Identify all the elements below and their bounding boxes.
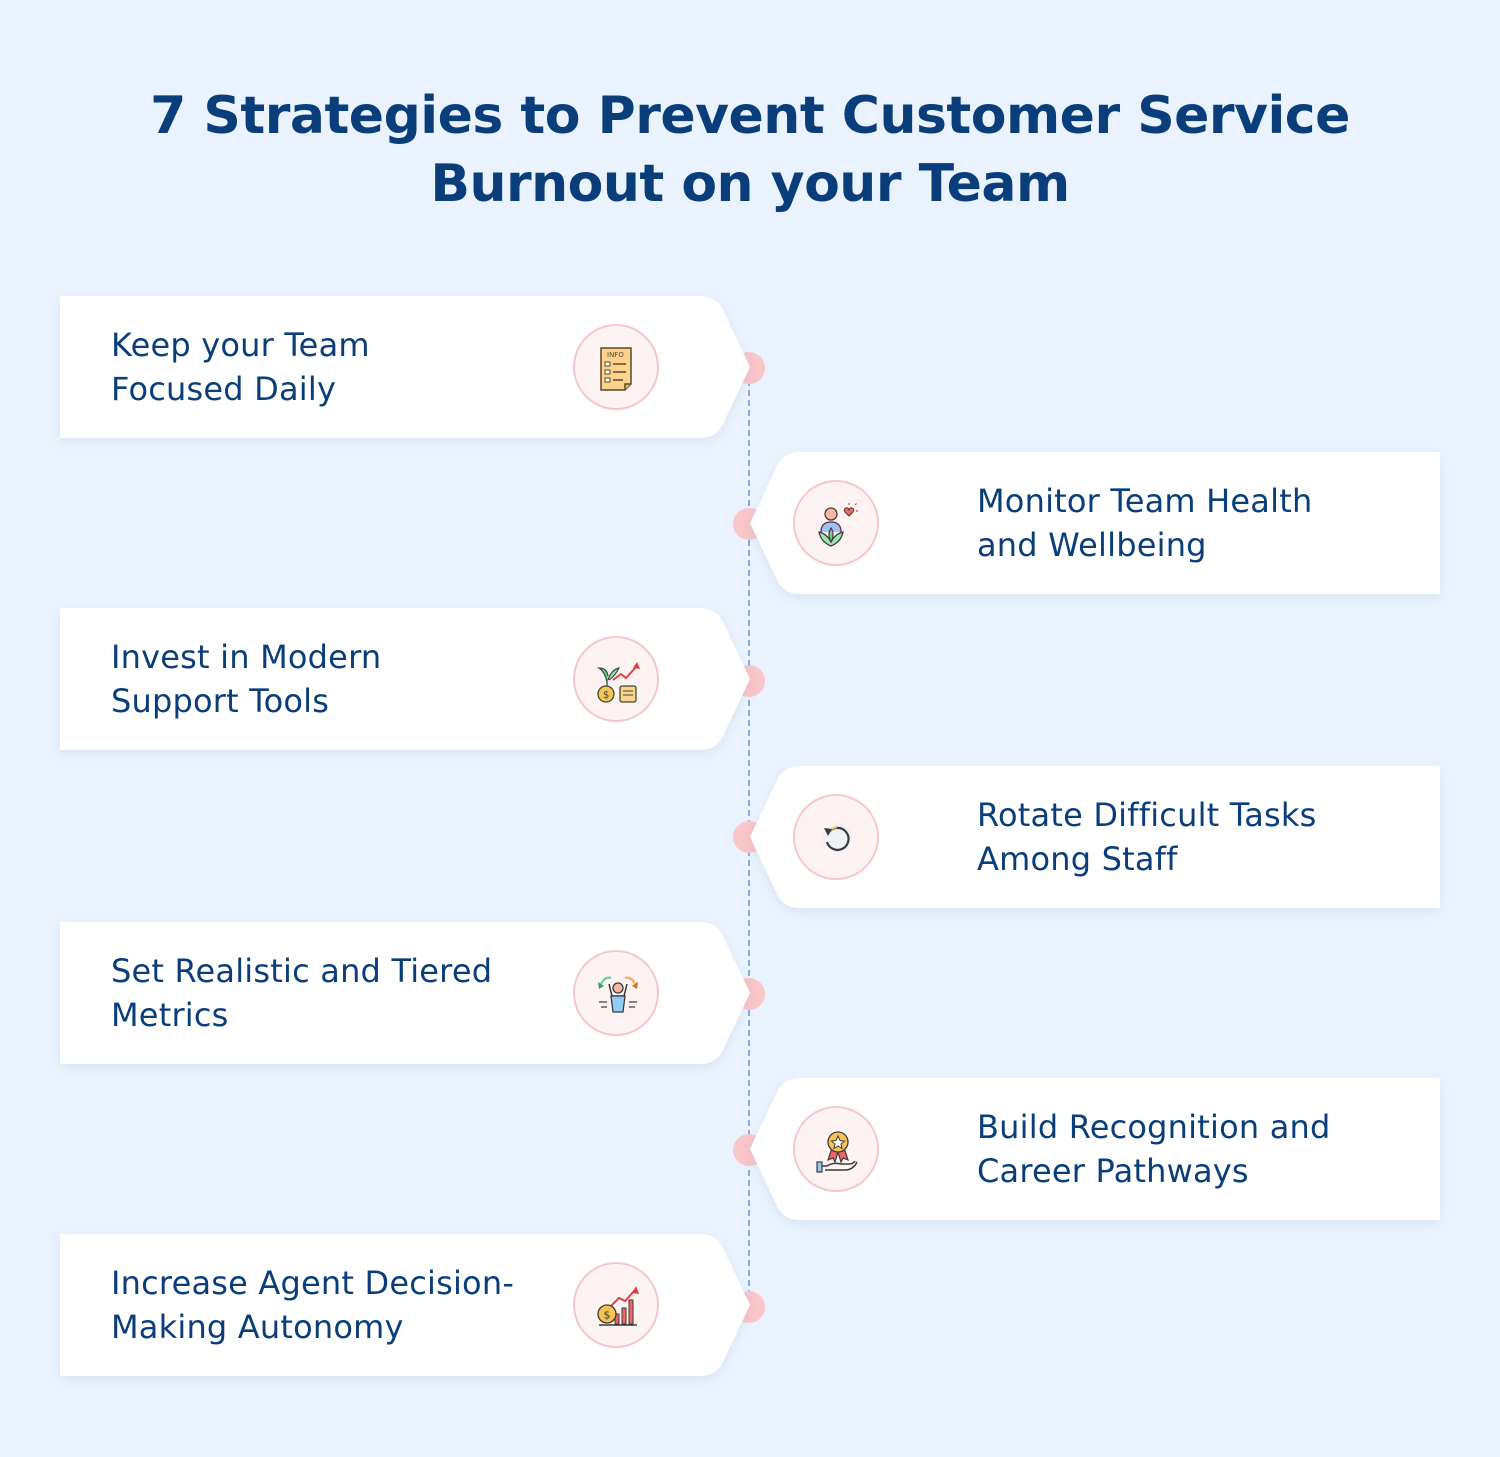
rotate-arrow-icon	[793, 794, 879, 880]
strategy-card-7: Increase Agent Decision- Making Autonomy…	[60, 1234, 785, 1376]
wellbeing-person-heart-icon	[793, 480, 879, 566]
award-badge-hand-icon	[793, 1106, 879, 1192]
person-decision-arrows-icon	[573, 950, 659, 1036]
strategy-card-3: Invest in Modern Support Tools $	[60, 608, 785, 750]
strategy-title: Build Recognition and Career Pathways	[977, 1108, 1331, 1190]
strategy-title: Keep your Team Focused Daily	[111, 326, 370, 408]
svg-text:$: $	[604, 1309, 611, 1322]
strategy-card-2: Monitor Team Health and Wellbeing	[715, 452, 1440, 594]
page-title: 7 Strategies to Prevent Customer Service…	[0, 82, 1500, 218]
svg-text:$: $	[603, 690, 609, 701]
investment-growth-icon: $	[573, 636, 659, 722]
title-line-1: 7 Strategies to Prevent Customer Service	[150, 86, 1350, 146]
strategy-card-5: Set Realistic and Tiered Metrics	[60, 922, 785, 1064]
strategy-card-6: Build Recognition and Career Pathways	[715, 1078, 1440, 1220]
strategy-title: Set Realistic and Tiered Metrics	[111, 952, 493, 1034]
strategy-card-1: Keep your Team Focused Daily INFO	[60, 296, 785, 438]
svg-text:INFO: INFO	[607, 351, 624, 359]
strategy-title: Increase Agent Decision- Making Autonomy	[111, 1264, 515, 1346]
info-checklist-icon: INFO	[573, 324, 659, 410]
strategy-title: Monitor Team Health and Wellbeing	[977, 482, 1313, 564]
strategy-title: Invest in Modern Support Tools	[111, 638, 382, 720]
title-line-2: Burnout on your Team	[430, 154, 1070, 214]
strategy-title: Rotate Difficult Tasks Among Staff	[977, 796, 1317, 878]
strategy-card-4: Rotate Difficult Tasks Among Staff	[715, 766, 1440, 908]
money-growth-chart-icon: $	[573, 1262, 659, 1348]
